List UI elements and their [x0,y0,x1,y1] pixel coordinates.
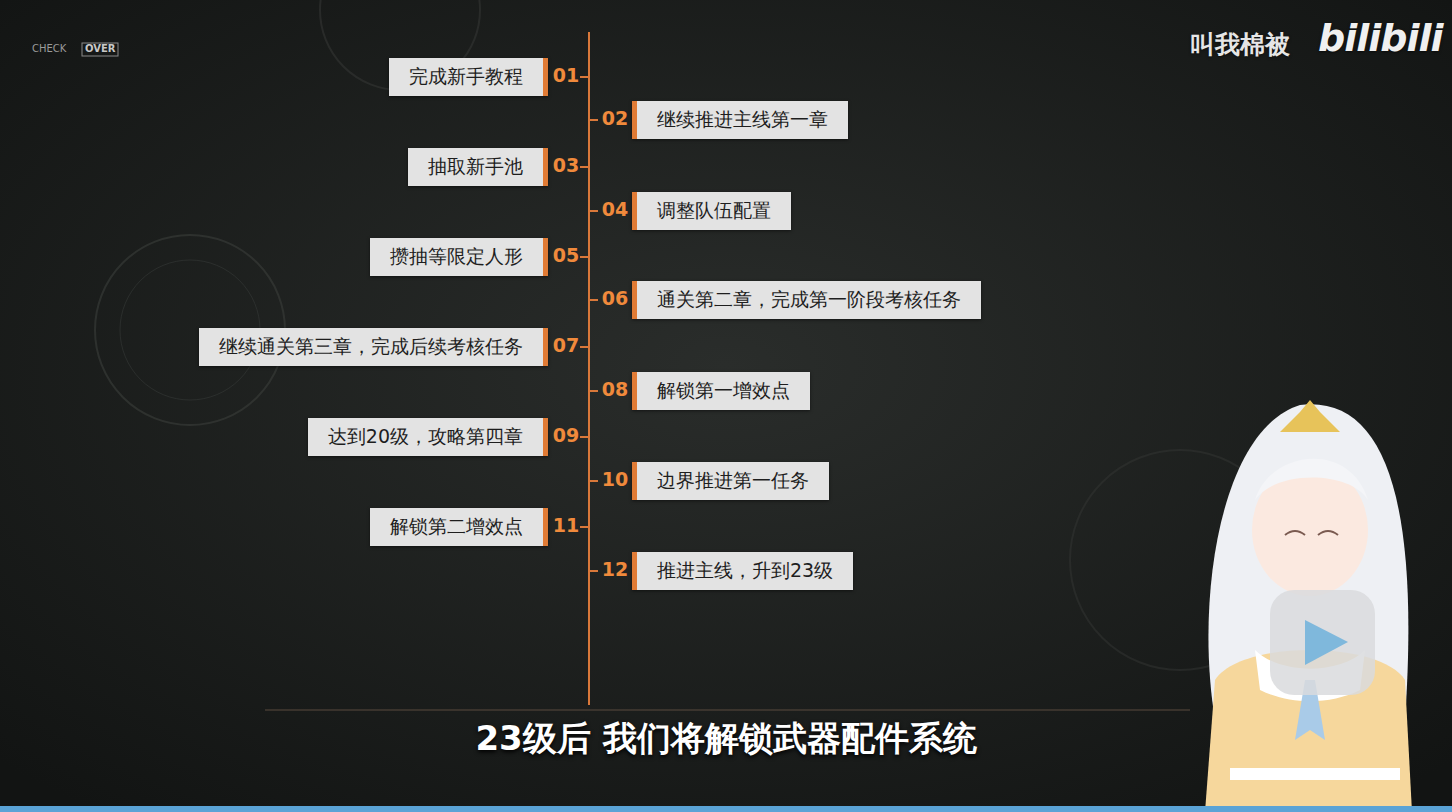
vtuber-figure [1205,400,1412,812]
timeline-tick [589,210,598,212]
tag-frame [82,43,118,56]
divider-line [265,710,1190,711]
step-text: 完成新手教程 [409,64,523,90]
timeline-tick [580,256,589,258]
timeline-tick [589,570,598,572]
step-number: 12 [601,558,629,581]
step-text: 达到20级，攻略第四章 [328,424,523,450]
step-box: 调整队伍配置 [632,192,791,230]
timeline-tick [580,526,589,528]
timeline-tick [580,346,589,348]
watermark: 叫我棉被 [1190,30,1290,60]
step-box: 通关第二章，完成第一阶段考核任务 [632,281,981,319]
step-box: 推进主线，升到23级 [632,552,853,590]
step-box: 攒抽等限定人形 [370,238,548,276]
step-text: 解锁第二增效点 [390,514,523,540]
step-box: 解锁第二增效点 [370,508,548,546]
step-text: 解锁第一增效点 [657,378,790,404]
timeline-tick [589,390,598,392]
timeline-tick [580,436,589,438]
hud-tag: OVER [85,43,116,55]
timeline-tick [580,76,589,78]
eyes [1285,531,1338,535]
step-number: 03 [552,154,580,177]
step-box: 抽取新手池 [408,148,548,186]
step-text: 推进主线，升到23级 [657,558,833,584]
timeline-tick [589,119,598,121]
step-text: 调整队伍配置 [657,198,771,224]
step-box: 继续通关第三章，完成后续考核任务 [199,328,548,366]
step-number: 11 [552,514,580,537]
step-box: 完成新手教程 [389,58,548,96]
timeline-tick [580,166,589,168]
play-icon [1270,590,1375,695]
step-text: 通关第二章，完成第一阶段考核任务 [657,287,961,313]
watermark-logo: bilibili [1318,16,1443,62]
timeline-tick [589,299,598,301]
step-text: 攒抽等限定人形 [390,244,523,270]
bangs [1255,459,1368,500]
tiara [1280,400,1340,432]
step-text: 继续推进主线第一章 [657,107,828,133]
step-number: 04 [601,198,629,221]
belt [1230,768,1400,780]
timeline-axis [588,32,590,705]
step-text: 继续通关第三章，完成后续考核任务 [219,334,523,360]
step-box: 边界推进第一任务 [632,462,829,500]
step-number: 07 [552,334,580,357]
step-number: 01 [552,64,580,87]
step-box: 解锁第一增效点 [632,372,810,410]
subtitle: 23级后 我们将解锁武器配件系统 [0,716,1452,762]
hud-tag: CHECK [32,43,66,55]
timeline-tick [589,480,598,482]
step-box: 继续推进主线第一章 [632,101,848,139]
play-triangle [1305,620,1348,665]
step-number: 06 [601,287,629,310]
progress-bar [0,806,1452,812]
step-text: 抽取新手池 [428,154,523,180]
step-number: 08 [601,378,629,401]
step-box: 达到20级，攻略第四章 [308,418,548,456]
step-number: 05 [552,244,580,267]
step-number: 09 [552,424,580,447]
step-text: 边界推进第一任务 [657,468,809,494]
step-number: 02 [601,107,629,130]
step-number: 10 [601,468,629,491]
